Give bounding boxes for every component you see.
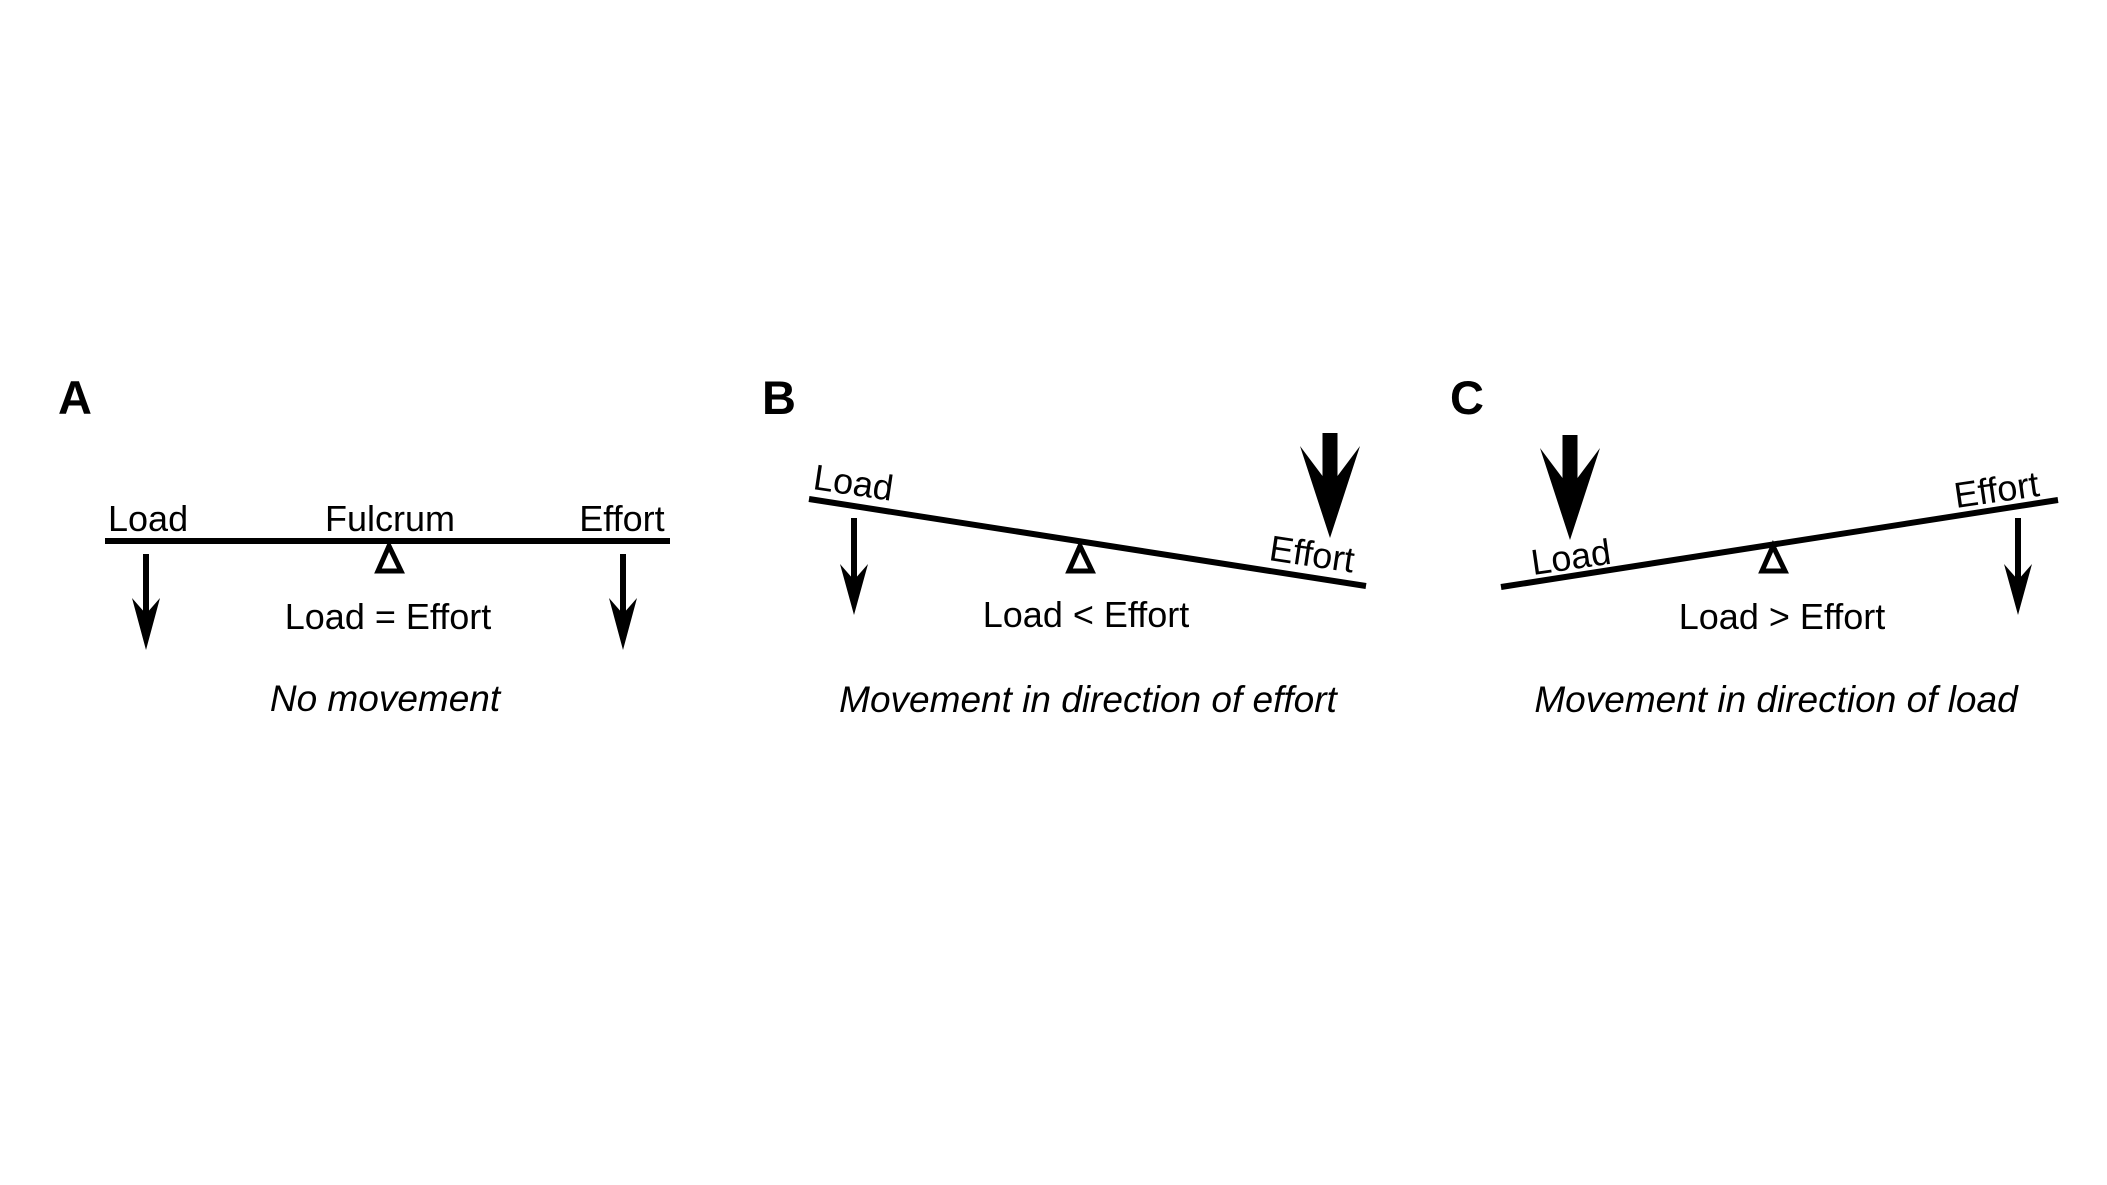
panel-b-lever-beam [808,496,1367,589]
panel-b-fulcrum-icon [1065,540,1096,574]
panel-b-effort-arrow-icon [1300,433,1360,538]
panel-b-relation: Load < Effort [983,594,1190,635]
panel-c: C Load Effort Load > Effort Movement in … [1450,371,2059,720]
panel-a-effort-arrow-icon [609,554,637,650]
panel-c-effort-arrow-icon [2004,518,2032,615]
panel-c-letter: C [1450,371,1484,424]
panel-b-caption: Movement in direction of effort [839,679,1338,720]
panel-a-fulcrum-icon [374,540,405,574]
panel-a-relation: Load = Effort [285,596,492,637]
panel-c-fulcrum-icon [1758,540,1789,574]
panel-c-relation: Load > Effort [1679,596,1886,637]
panel-b: B Load Effort Load < Effort Movement in … [762,371,1367,720]
panel-a-caption: No movement [270,678,502,719]
panel-b-letter: B [762,371,796,424]
panel-a-effort-label: Effort [579,498,664,539]
panel-a-load-arrow-icon [132,554,160,650]
panel-a: A Load Fulcrum Effort Load = Effort No m… [58,371,670,719]
panel-c-load-arrow-icon [1540,435,1600,540]
panel-c-lever-beam [1500,497,2059,590]
panel-c-caption: Movement in direction of load [1534,679,2019,720]
panel-a-load-label: Load [108,498,188,539]
panel-a-fulcrum-label: Fulcrum [325,498,455,539]
panel-a-letter: A [58,371,92,424]
panel-b-load-arrow-icon [840,518,868,615]
